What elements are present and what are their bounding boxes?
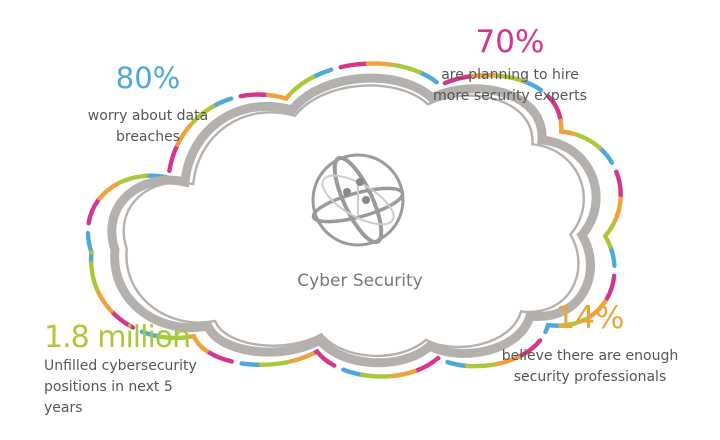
stat-1-8-million-description: Unfilled cybersecurity positions in next… bbox=[44, 358, 197, 416]
stat-80-description: worry about data breaches bbox=[87, 108, 209, 145]
stat-80-value: 80% bbox=[115, 61, 181, 95]
stat-14-description: believe there are enough security profes… bbox=[501, 348, 679, 385]
stat-70-description: are planning to hire more security exper… bbox=[433, 67, 587, 104]
stat-1-8-million-value: 1.8 million bbox=[44, 320, 191, 355]
stat-70-value: 70% bbox=[475, 24, 545, 60]
globe-orbit-icon bbox=[311, 153, 405, 247]
center-label: Cyber Security bbox=[297, 271, 423, 291]
stat-14-value: 14% bbox=[555, 300, 625, 336]
